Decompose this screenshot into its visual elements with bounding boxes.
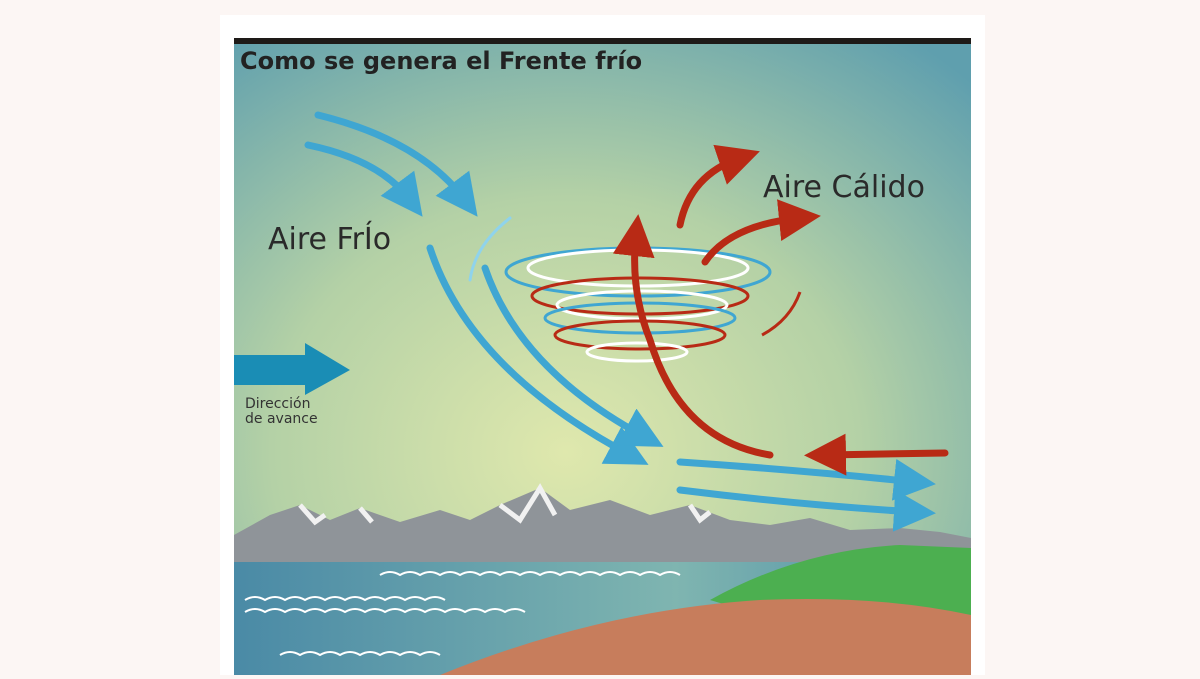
- direction-arrow: [234, 343, 350, 395]
- warm-air-label: Aire Cálido: [763, 170, 925, 205]
- land: [440, 599, 971, 675]
- mountains: [234, 483, 971, 565]
- cold-air-arrows: [304, 111, 936, 532]
- direction-label-line1: Dirección: [245, 396, 311, 412]
- warm-air-arrows: [612, 144, 949, 476]
- direction-label: Dirección de avance: [245, 397, 318, 427]
- direction-label-line2: de avance: [245, 411, 318, 427]
- waves: [244, 571, 681, 657]
- cold-air-label: Aire FrÍo: [268, 222, 392, 257]
- diagram-title: Como se genera el Frente frío: [240, 47, 643, 75]
- top-bar: [234, 38, 971, 44]
